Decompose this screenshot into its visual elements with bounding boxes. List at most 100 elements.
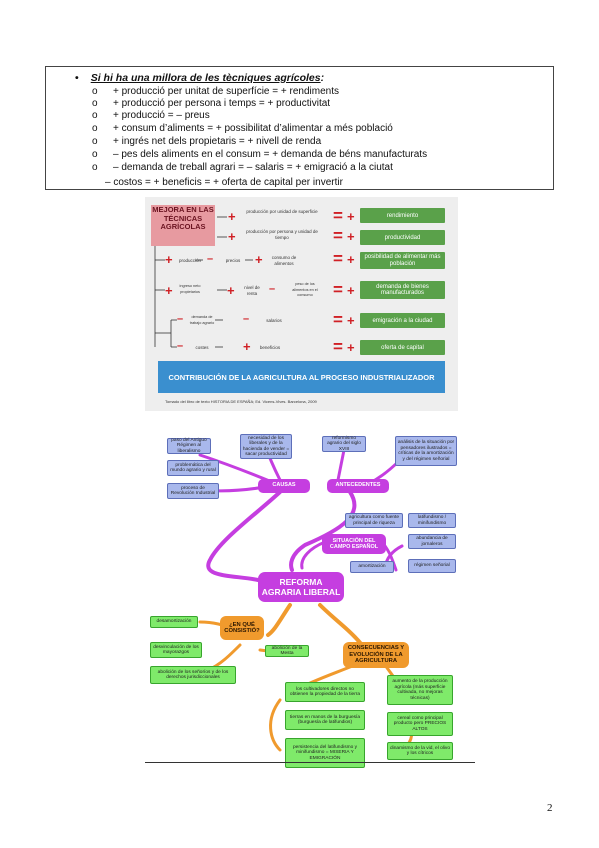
consistio-node: abolición de los señoríos y de los derec… [150, 666, 236, 684]
equals-sign: = [333, 249, 343, 268]
text-box-frame [45, 66, 554, 190]
consecuencia-node: tierras en manos de la burguesía (burgue… [285, 710, 365, 730]
footer-rule [145, 762, 475, 763]
causa-node: problemática del mundo agrario y rural [167, 460, 219, 476]
sub-bullet: o [92, 123, 98, 134]
causas-heading: CAUSAS [258, 479, 310, 493]
plus-sign: + [347, 209, 355, 224]
situacion-node: régimen señorial [408, 559, 456, 573]
result-rendimiento: rendimiento [360, 208, 445, 223]
equals-sign: = [333, 206, 343, 225]
consistio-node: desamortización [150, 616, 198, 628]
consecuencia-node: aumento de la producción agrícola (más s… [387, 675, 453, 705]
situacion-node: agricultura como fuente principal de riq… [345, 513, 403, 528]
list-item: o + producció per persona i temps = + pro… [92, 98, 331, 109]
list-item: o+ producció per unitat de superfície = … [92, 86, 339, 97]
label-prod-persona: producción por persona y unidad de tiemp… [246, 229, 318, 240]
causa-node: paso del Antiguo Régimen al liberalismo [167, 438, 211, 454]
label-ingreso: ingreso neto propietarios [179, 284, 201, 294]
equals-sign: = [333, 280, 343, 299]
reforma-heading: REFORMA AGRARIA LIBERAL [258, 572, 344, 602]
consecuencia-node: cereal como principal producto pero PREC… [387, 712, 453, 736]
list-item: o + producció = – preus [92, 110, 210, 121]
plus-sign: + [227, 283, 235, 298]
list-item-text: – demanda de treball agrari = – salaris … [113, 162, 393, 173]
situacion-node: abundancia de jornaleros [408, 534, 456, 549]
label-nivel-renta: nivel de renta [244, 285, 260, 296]
label-beneficios: beneficios [259, 345, 281, 350]
heading-colon: : [320, 72, 325, 84]
minus-sign: – [177, 313, 184, 325]
title-box: MEJORA EN LAS TÉCNICAS AGRÍCOLAS [151, 205, 215, 246]
plus-sign: + [228, 209, 236, 224]
plus-sign: + [228, 229, 236, 244]
minus-sign: – [207, 253, 214, 265]
list-item-text: + producció per persona i temps = + prod… [113, 98, 331, 109]
label-produccion: producción [178, 258, 201, 263]
list-item: o + consum d’aliments = + possibilitat d’… [92, 123, 393, 134]
plus-sign: + [243, 339, 251, 354]
list-item: o – demanda de treball agrari = – salaris… [92, 162, 393, 173]
result-productividad: productividad [360, 230, 445, 245]
sub-bullet: o [92, 162, 98, 173]
list-item: o + ingrés net dels propietaris = + nivel… [92, 136, 322, 147]
plus-sign: + [347, 340, 355, 355]
antecedentes-heading: ANTECEDENTES [327, 479, 389, 493]
consistio-node: abolición de la Mesta [265, 645, 309, 657]
result-emigracion: emigración a la ciudad [360, 313, 445, 328]
sub-bullet: o [92, 136, 98, 147]
list-item: o – pes dels aliments en el consum = + de… [92, 149, 428, 160]
label-prod-superficie: producción por unidad de superficie [246, 209, 318, 214]
sub-bullet: o [92, 149, 98, 160]
plus-sign: + [347, 252, 355, 267]
label-peso: peso de los alimentos en el consumo [292, 282, 318, 297]
page-number: 2 [547, 802, 553, 814]
bullet-heading: • Si hi ha una millora de les tècniques a… [75, 72, 324, 84]
sub-bullet: o [92, 98, 98, 109]
last-line: – costos = + beneficis = + oferta de cap… [105, 177, 343, 188]
plus-sign: + [347, 229, 355, 244]
en-que-consistio-heading: ¿EN QUÉ CONSISTIÓ? [220, 616, 264, 640]
minus-sign: – [243, 313, 250, 325]
list-item-text: + consum d’aliments = + possibilitat d’a… [113, 123, 393, 134]
bullet-marker: • [75, 72, 79, 84]
contribution-banner: CONTRIBUCIÓN DE LA AGRICULTURA AL PROCES… [158, 361, 445, 393]
antecedente-node: reformismo agrario del siglo XVIII [322, 436, 366, 452]
plus-sign: + [347, 283, 355, 298]
consistio-node: desvinculación de los mayorazgos [150, 642, 202, 658]
consecuencia-node: los cultivadores directos no obtienen la… [285, 682, 365, 702]
result-oferta-capital: oferta de capital [360, 340, 445, 355]
consecuencias-heading: CONSECUENCIAS Y EVOLUCIÓN DE LA AGRICULT… [343, 642, 409, 668]
consecuencia-node: persistencia del latifundismo y minifund… [285, 738, 365, 768]
equals-sign: = [333, 310, 343, 329]
label-consumo: consumo de alimentos [271, 255, 297, 266]
causa-node: necesidad de los liberales y de la hacie… [240, 434, 292, 459]
connector-lines [154, 216, 253, 348]
plus-sign: + [165, 252, 173, 267]
sub-bullet: o [92, 86, 98, 97]
label-demanda-trabajo: demanda de trabajo agrario [189, 315, 215, 325]
equals-sign: = [333, 226, 343, 245]
plus-sign: + [165, 283, 173, 298]
antecedente-node: análisis de la situación por pensadores … [395, 436, 457, 466]
situacion-heading: SITUACIÓN DEL CAMPO ESPAÑOL [322, 534, 386, 554]
situacion-node: latifundismo / minifundismo [408, 513, 456, 528]
causa-node: proceso de Revolución Industrial [167, 483, 219, 499]
heading-text: Si hi ha una millora de les tècniques ag… [90, 72, 321, 84]
list-item-text: + ingrés net dels propietaris = + nivell… [113, 136, 322, 147]
label-salarios: salarios [266, 318, 282, 323]
minus-sign: – [177, 340, 184, 352]
minus-sign: – [269, 283, 276, 295]
sub-bullet: o [92, 110, 98, 121]
result-alimentar: posibilidad de alimentar más población [360, 252, 445, 269]
list-item-text: + producció = – preus [113, 110, 210, 121]
plus-sign: + [255, 252, 263, 267]
consecuencia-node: dinamismo de la vid, el olivo y los cítr… [387, 742, 453, 760]
concept-map: paso del Antiguo Régimen al liberalismo … [140, 420, 470, 768]
plus-sign: + [347, 313, 355, 328]
label-precios: precios [225, 258, 241, 263]
situacion-node: amortización [350, 561, 394, 573]
list-item-text: – pes dels aliments en el consum = + dem… [113, 149, 428, 160]
label-costes: costes [195, 345, 209, 350]
result-demanda-bienes: demanda de bienes manufacturados [360, 281, 445, 299]
